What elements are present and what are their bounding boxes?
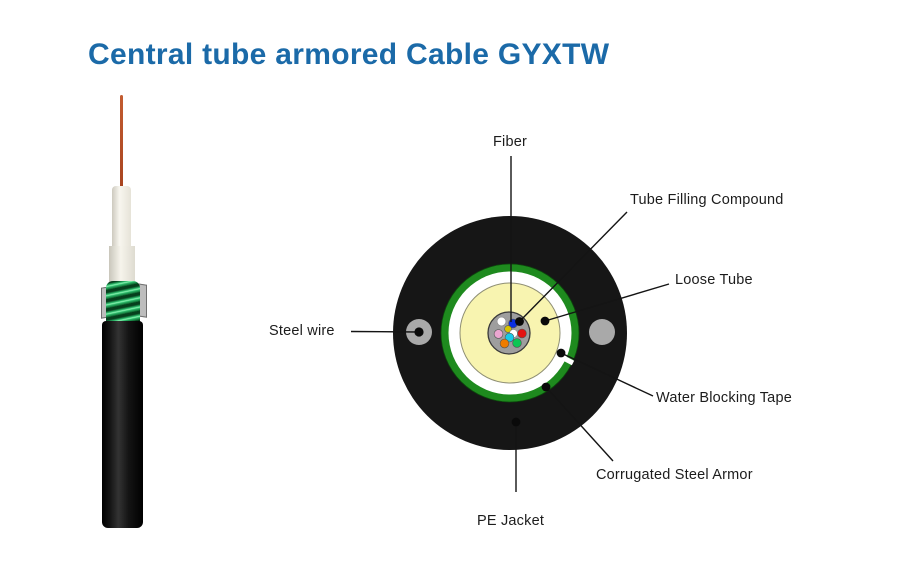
fiber-dot-white1 bbox=[496, 316, 507, 327]
fiber-strand bbox=[120, 95, 123, 188]
leader-line-loose-tube bbox=[544, 283, 670, 322]
callout-dot-pe-jacket bbox=[511, 417, 521, 427]
fiber-dot-yellow bbox=[504, 325, 512, 333]
fiber-dot-pink bbox=[493, 329, 504, 339]
fiber-dot-red bbox=[517, 328, 527, 339]
callout-dot-steel-wire bbox=[414, 327, 424, 337]
cable-photo bbox=[0, 0, 200, 573]
exposed-steel-armor bbox=[106, 281, 140, 324]
cable-jacket bbox=[102, 321, 143, 528]
leader-line-corrugated-steel-armor bbox=[545, 386, 614, 462]
label-tube-filling-compound: Tube Filling Compound bbox=[630, 192, 784, 208]
fiber-dot-green bbox=[512, 338, 522, 348]
callout-dot-tube-filling-compound bbox=[515, 317, 524, 326]
label-water-blocking-tape: Water Blocking Tape bbox=[656, 390, 792, 406]
callout-dot-water-blocking-tape bbox=[556, 348, 566, 358]
label-fiber: Fiber bbox=[493, 134, 528, 150]
leader-line-steel-wire bbox=[350, 330, 419, 333]
exposed-loose-tube bbox=[112, 186, 131, 248]
callout-dot-loose-tube bbox=[540, 316, 550, 326]
exposed-tape-layer bbox=[109, 246, 135, 283]
leader-line-tube-filling-compound bbox=[519, 211, 628, 322]
page-title: Central tube armored Cable GYXTW bbox=[88, 38, 610, 71]
steel-wire-right bbox=[589, 319, 615, 345]
fiber-dot-cyan bbox=[504, 332, 515, 343]
label-pe-jacket: PE Jacket bbox=[477, 513, 545, 529]
callout-dots bbox=[414, 316, 566, 427]
label-steel-wire: Steel wire bbox=[269, 323, 335, 339]
leader-lines bbox=[350, 156, 670, 492]
leader-line-water-blocking-tape bbox=[560, 352, 654, 397]
label-loose-tube: Loose Tube bbox=[675, 272, 753, 288]
fiber-dot-orange bbox=[499, 338, 510, 349]
label-corrugated-steel-armor: Corrugated Steel Armor bbox=[596, 467, 753, 483]
fiber-bundle bbox=[493, 316, 527, 349]
callout-dot-corrugated-steel-armor bbox=[541, 382, 551, 392]
